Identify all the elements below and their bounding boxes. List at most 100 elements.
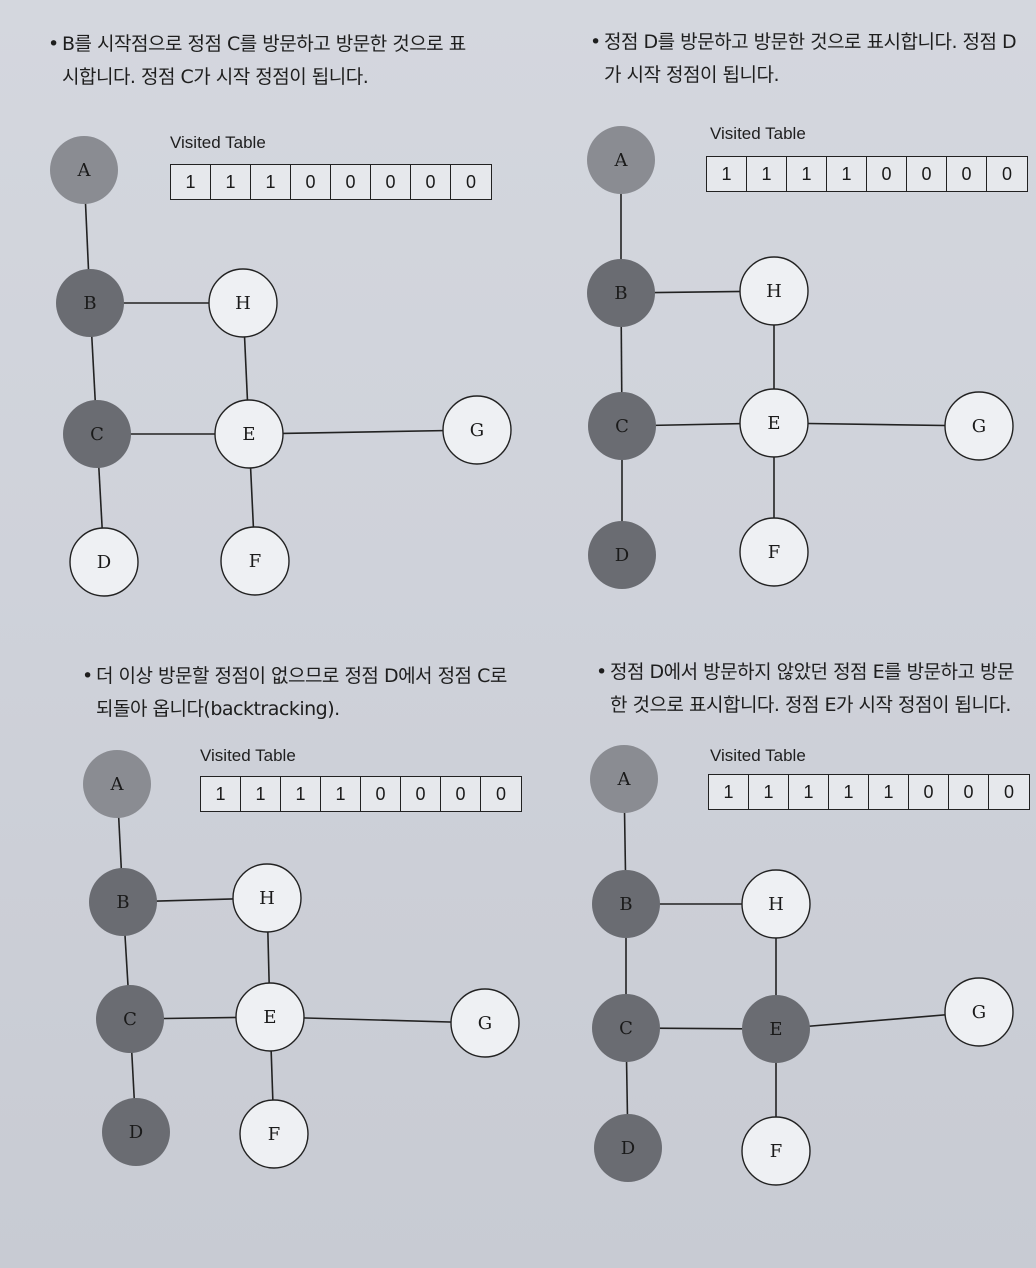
graph-diagram: A B H C E G D F — [587, 126, 1014, 589]
graph-node-h: H — [741, 869, 811, 939]
node-label: E — [263, 1007, 276, 1028]
graph-node-f: F — [739, 517, 809, 587]
visited-table-cell: 0 — [867, 157, 907, 191]
visited-table: 1 1 1 1 1 0 0 0 — [708, 774, 1030, 810]
node-label: A — [110, 774, 125, 795]
graph-node-h: H — [232, 863, 302, 933]
graph-node-f: F — [741, 1116, 811, 1186]
graph-node-a: A — [587, 126, 655, 194]
graph-node-h: H — [739, 256, 809, 326]
visited-table-cell: 1 — [171, 165, 211, 199]
node-circle — [239, 1099, 309, 1169]
visited-table-cell: 1 — [789, 775, 829, 809]
graph-node-e: E — [235, 982, 305, 1052]
visited-table: 1 1 1 1 0 0 0 0 — [200, 776, 522, 812]
step-caption: • 정점 D를 방문하고 방문한 것으로 표시합니다. 정점 D 가 시작 정점… — [590, 26, 1017, 92]
node-label: B — [619, 894, 632, 915]
graph-node-f: F — [239, 1099, 309, 1169]
node-label: G — [972, 416, 986, 437]
node-label: G — [478, 1013, 492, 1034]
graph-node-c: C — [63, 400, 131, 468]
node-label: C — [90, 424, 104, 445]
graph-node-a: A — [50, 136, 118, 204]
node-circle — [588, 521, 656, 589]
bullet: • — [48, 33, 59, 55]
graph-node-g: G — [944, 977, 1014, 1047]
node-circle — [208, 268, 278, 338]
node-label: C — [619, 1018, 633, 1039]
graph-node-d: D — [588, 521, 656, 589]
visited-table-cell: 0 — [909, 775, 949, 809]
graph-node-e: E — [739, 388, 809, 458]
caption-line: 시합니다. 정점 C가 시작 정점이 됩니다. — [62, 66, 369, 88]
node-circle — [741, 1116, 811, 1186]
node-circle — [741, 869, 811, 939]
visited-table-cell: 1 — [787, 157, 827, 191]
graph-node-g: G — [944, 391, 1014, 461]
caption-line: 더 이상 방문할 정점이 없으므로 정점 D에서 정점 C로 — [96, 665, 507, 687]
caption-line: 정점 D를 방문하고 방문한 것으로 표시합니다. 정점 D — [604, 31, 1017, 53]
graph-node-c: C — [592, 994, 660, 1062]
bullet: • — [590, 31, 601, 53]
dfs-step-panel-3: • 더 이상 방문할 정점이 없으므로 정점 D에서 정점 C로 되돌아 옵니다… — [0, 634, 522, 1268]
node-label: E — [767, 413, 780, 434]
node-label: F — [249, 551, 262, 572]
caption-line: B를 시작점으로 정점 C를 방문하고 방문한 것으로 표 — [62, 33, 466, 55]
visited-table-cell: 0 — [411, 165, 451, 199]
node-label: B — [116, 892, 129, 913]
graph-node-g: G — [450, 988, 520, 1058]
visited-table-cell: 1 — [747, 157, 787, 191]
node-circle — [220, 526, 290, 596]
node-label: D — [621, 1138, 635, 1159]
dfs-step-panel-1: • B를 시작점으로 정점 C를 방문하고 방문한 것으로 표 시합니다. 정점… — [0, 0, 518, 634]
visited-table-cell: 1 — [827, 157, 867, 191]
graph-node-g: G — [442, 395, 512, 465]
node-circle — [214, 399, 284, 469]
visited-table-cell: 0 — [907, 157, 947, 191]
node-circle — [50, 136, 118, 204]
node-circle — [739, 517, 809, 587]
visited-table-cell: 0 — [1001, 163, 1012, 184]
node-circle — [944, 977, 1014, 1047]
node-circle — [944, 391, 1014, 461]
caption-line: 정점 D에서 방문하지 않았던 정점 E를 방문하고 방문 — [610, 661, 1015, 683]
graph-node-e: E — [214, 399, 284, 469]
visited-table-cell: 0 — [361, 777, 401, 811]
node-label: C — [615, 416, 629, 437]
node-label: F — [770, 1141, 783, 1162]
node-circle — [56, 269, 124, 337]
node-label: G — [470, 420, 484, 441]
node-circle — [592, 994, 660, 1062]
node-circle — [739, 388, 809, 458]
node-label: B — [614, 283, 627, 304]
visited-table-cell: 1 — [321, 777, 361, 811]
graph-node-c: C — [588, 392, 656, 460]
graph-node-h: H — [208, 268, 278, 338]
node-circle — [742, 995, 810, 1063]
visited-table-label: Visited Table — [710, 124, 806, 143]
graph-node-a: A — [590, 745, 658, 813]
node-circle — [89, 868, 157, 936]
node-label: A — [617, 769, 632, 790]
caption-line: 가 시작 정점이 됩니다. — [604, 64, 779, 86]
visited-table-label: Visited Table — [170, 133, 266, 152]
node-circle — [594, 1114, 662, 1182]
visited-table-cell: 1 — [281, 777, 321, 811]
node-label: B — [83, 293, 96, 314]
node-circle — [232, 863, 302, 933]
graph-edge-e-g — [269, 1016, 486, 1024]
visited-table-cell: 1 — [707, 157, 747, 191]
node-circle — [587, 259, 655, 327]
node-circle — [592, 870, 660, 938]
graph-node-c: C — [96, 985, 164, 1053]
node-circle — [63, 400, 131, 468]
visited-table-cell: 0 — [1003, 781, 1014, 802]
node-label: C — [123, 1009, 137, 1030]
node-circle — [739, 256, 809, 326]
visited-table-cell: 0 — [495, 783, 506, 804]
node-label: D — [129, 1122, 143, 1143]
visited-table-cell: 1 — [211, 165, 251, 199]
graph-node-a: A — [83, 750, 151, 818]
node-circle — [588, 392, 656, 460]
